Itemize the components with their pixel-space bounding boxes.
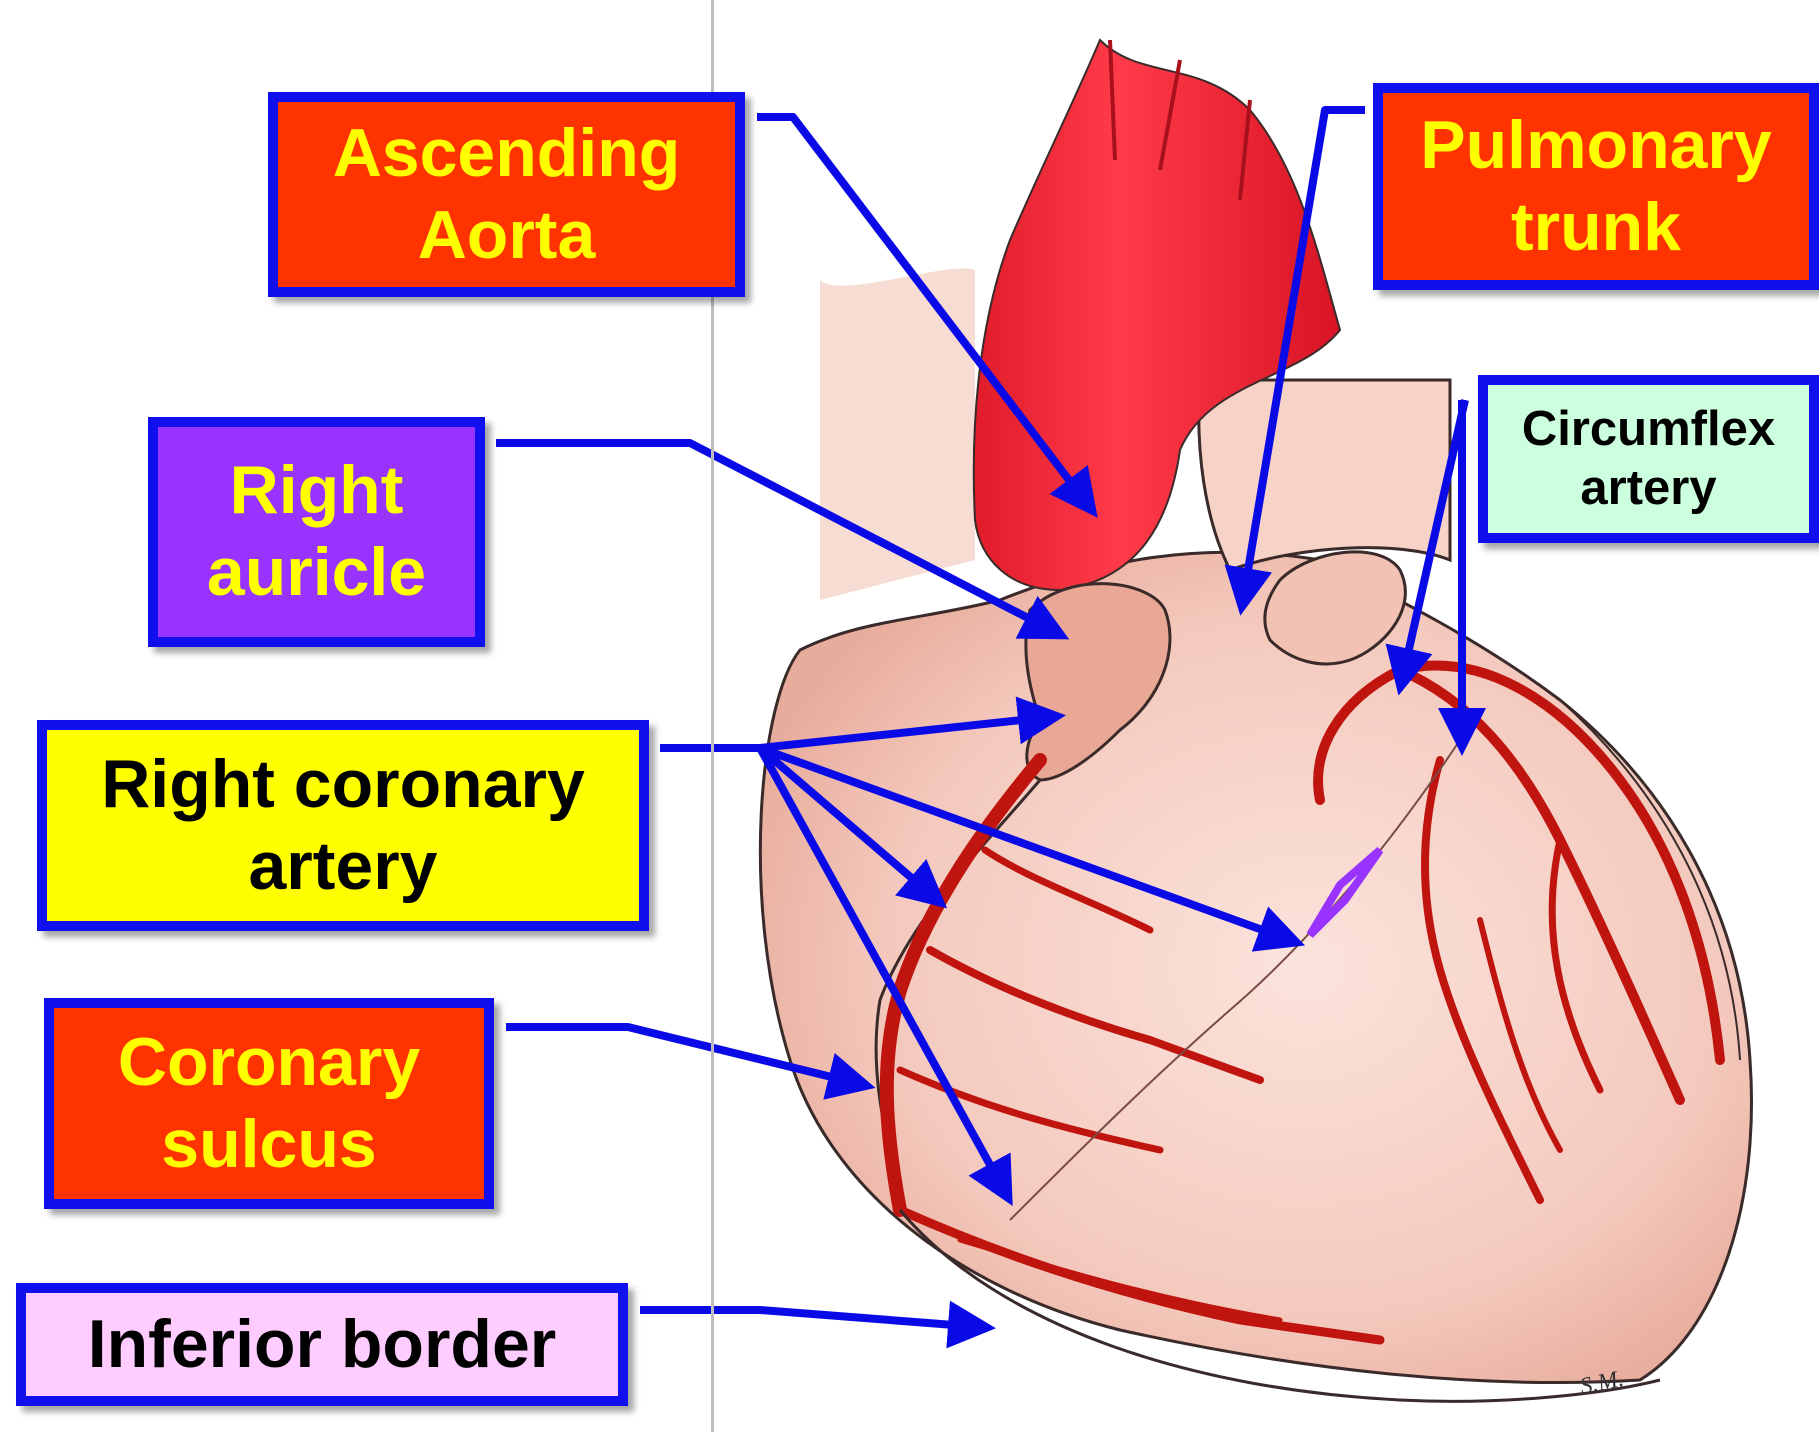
label-pulmonary-trunk-line2: trunk	[1420, 187, 1771, 269]
label-inferior-border: Inferior border	[16, 1283, 628, 1406]
pulmonary-trunk-shape	[1199, 380, 1450, 570]
label-coronary-sulcus-line2: sulcus	[118, 1104, 420, 1186]
label-right-coronary-artery-line2: artery	[101, 826, 585, 908]
label-coronary-sulcus-line1: Coronary	[118, 1022, 420, 1104]
label-pulmonary-trunk-line1: Pulmonary	[1420, 105, 1771, 187]
label-circumflex-artery-line1: Circumflex	[1522, 400, 1775, 459]
label-right-auricle-line1: Right	[207, 450, 426, 532]
label-right-coronary-artery-line1: Right coronary	[101, 744, 585, 826]
label-ascending-aorta-line2: Aorta	[333, 195, 681, 277]
arrow-inferior-border	[640, 1310, 980, 1327]
label-right-auricle-line2: auricle	[207, 532, 426, 614]
label-ascending-aorta-line1: Ascending	[333, 113, 681, 195]
label-inferior-border-line1: Inferior border	[88, 1304, 557, 1386]
label-circumflex-artery-line2: artery	[1522, 459, 1775, 518]
